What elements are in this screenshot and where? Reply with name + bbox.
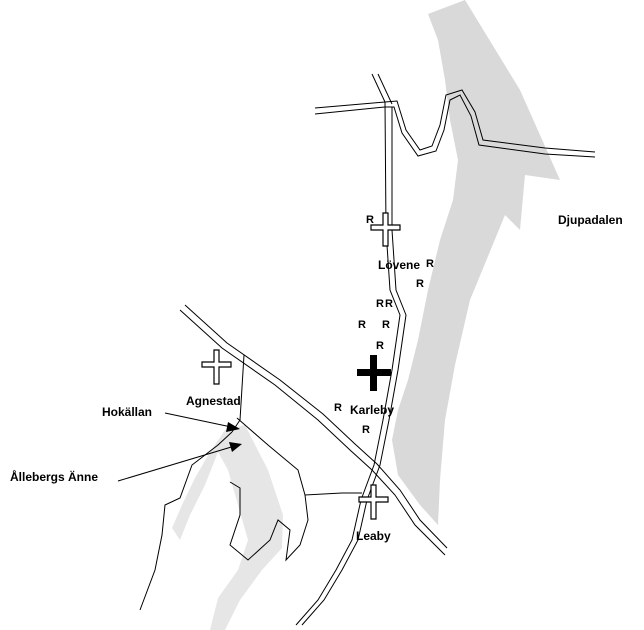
arrow-hokallan bbox=[164, 412, 237, 429]
ancient-remain-marker: R bbox=[382, 319, 390, 331]
church-cross-icon bbox=[358, 484, 389, 520]
main-church-cross-icon bbox=[357, 355, 391, 391]
arrow-allebergs-anne bbox=[117, 444, 239, 482]
ancient-remain-marker: R bbox=[376, 340, 384, 352]
arrowhead-allebergs-anne bbox=[229, 442, 242, 452]
main-roads bbox=[179, 73, 596, 626]
place-label-djupadalen: Djupadalen bbox=[558, 213, 623, 227]
ancient-remain-marker: R bbox=[416, 278, 424, 290]
arrows bbox=[117, 412, 239, 482]
arrowhead-hokallan bbox=[226, 422, 240, 432]
lake-area bbox=[392, 0, 560, 525]
ancient-remain-marker: R bbox=[376, 298, 384, 310]
church-cross-icon bbox=[201, 349, 232, 385]
place-label-karleby: Karleby bbox=[350, 403, 395, 417]
ancient-remain-marker: R bbox=[385, 298, 393, 310]
ancient-remain-marker: R bbox=[358, 319, 366, 331]
place-label-lovene: Lövene bbox=[378, 258, 421, 272]
place-label-leaby: Leaby bbox=[356, 529, 391, 543]
stream-valley bbox=[172, 425, 283, 630]
ancient-remain-marker: R bbox=[426, 258, 434, 270]
feature-label-allebergs-anne: Ållebergs Änne bbox=[10, 470, 99, 484]
church-cross-icon bbox=[370, 212, 401, 247]
place-label-agnestad: Agnestad bbox=[186, 394, 241, 408]
ancient-remain-marker: R bbox=[366, 214, 374, 226]
ancient-remain-marker: R bbox=[362, 424, 370, 436]
ancient-remain-marker: R bbox=[334, 402, 342, 414]
feature-label-hokallan: Hokällan bbox=[102, 405, 153, 419]
